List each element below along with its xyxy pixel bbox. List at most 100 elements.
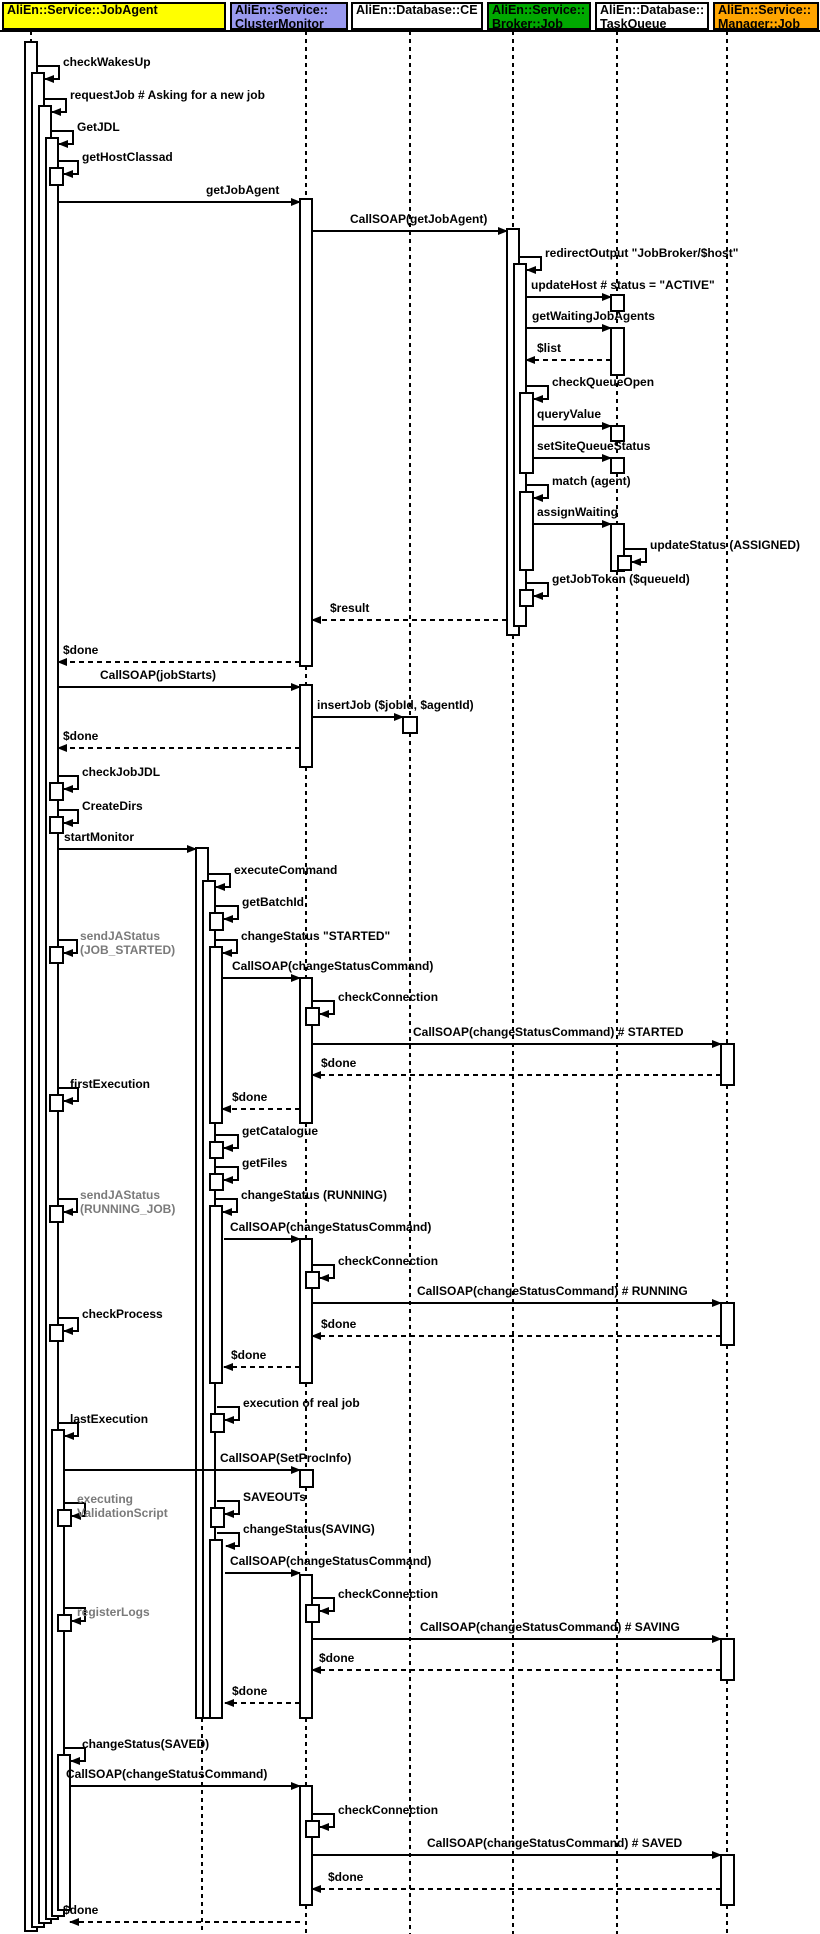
message-label-gethostclassad: getHostClassad — [82, 150, 173, 165]
message-self — [58, 775, 79, 793]
message-self — [215, 939, 238, 957]
message-label-line: $done — [63, 1903, 99, 1917]
message-label-sendjastatus-job-started-: sendJAStatus(JOB_STARTED) — [80, 929, 175, 957]
message-label-callsoap-changestatuscommand-: CallSOAP(changeStatusCommand) — [66, 1767, 267, 1782]
message-label-getwaitingjobagents: getWaitingJobAgents — [532, 309, 655, 324]
message-self — [215, 1166, 239, 1184]
participant-box-broker: AliEn::Service::Broker::Job — [487, 2, 591, 30]
message-label-sendjastatus-running-job-: sendJAStatus(RUNNING_JOB) — [80, 1188, 175, 1216]
message-label-line: checkWakesUp — [63, 55, 151, 69]
message-label--done: $done — [232, 1090, 268, 1105]
message-label-checkjobjdl: checkJobJDL — [82, 765, 160, 780]
message-label-line: CallSOAP(SetProcInfo) — [220, 1451, 352, 1465]
message-label-line: $result — [330, 601, 370, 615]
activation-bar-monitor-thread — [210, 1507, 225, 1528]
message-label-line: getBatchId — [242, 895, 305, 909]
message-label--done: $done — [328, 1870, 363, 1885]
message-self — [64, 1607, 86, 1625]
activation-bar-monitor-thread — [209, 946, 223, 1124]
message-label--done: $done — [321, 1317, 357, 1332]
message-self — [58, 160, 79, 178]
message-self — [312, 1597, 335, 1615]
activation-bar-clustermonitor — [299, 977, 313, 1124]
message-label-changestatus-saved-: changeStatus(SAVED) — [82, 1737, 209, 1752]
activation-bar-broker — [519, 491, 534, 571]
message-label--done: $done — [232, 1684, 267, 1699]
message-label-line: setSiteQueueStatus — [537, 439, 651, 453]
message-label-line: $done — [319, 1651, 355, 1665]
participant-label: ClusterMonitor — [235, 16, 324, 30]
message-self — [58, 1317, 79, 1335]
message-label-callsoap-changestatuscommand-started: CallSOAP(changeStatusCommand) # STARTED — [413, 1025, 684, 1040]
activation-bar-jobagent — [57, 1509, 72, 1527]
message-label-line: redirectOutput "JobBroker/$host" — [545, 246, 739, 260]
participant-box-clustermonitor: AliEn::Service::ClusterMonitor — [230, 2, 348, 30]
message-label--done: $done — [63, 729, 98, 744]
message-label-line: $done — [321, 1317, 357, 1331]
activation-bar-jobagent — [57, 1754, 71, 1911]
message-self — [217, 1532, 240, 1550]
message-label-line: CallSOAP(getJobAgent) — [350, 212, 488, 226]
message-label--done: $done — [319, 1651, 355, 1666]
message-label-saveouts: SAVEOUTs — [243, 1490, 306, 1505]
activation-bar-manager — [720, 1302, 735, 1346]
message-label-executecommand: executeCommand — [234, 863, 337, 878]
message-label-callsoap-changestatuscommand-: CallSOAP(changeStatusCommand) — [232, 959, 433, 974]
message-self — [64, 1502, 86, 1520]
message-label-callsoap-jobstarts-: CallSOAP(jobStarts) — [100, 668, 216, 683]
message-label-line: getJobAgent — [206, 183, 280, 197]
activation-bar-monitor-thread — [209, 912, 224, 931]
message-self — [312, 1000, 335, 1018]
activation-bar-monitor-thread — [209, 1539, 223, 1719]
message-label-line: CallSOAP(changeStatusCommand) # STARTED — [413, 1025, 684, 1039]
activation-bar-monitor-thread — [209, 1141, 224, 1159]
participant-label: TaskQueue — [600, 16, 667, 30]
participant-label: AliEn::Service:: — [718, 3, 812, 17]
message-label-checkconnection: checkConnection — [338, 1587, 439, 1602]
message-label-line: CallSOAP(changeStatusCommand) — [230, 1554, 432, 1568]
message-label-line: registerLogs — [77, 1605, 150, 1619]
message-label-checkprocess: checkProcess — [82, 1307, 163, 1322]
activation-bar-manager — [720, 1043, 735, 1086]
activation-bar-clustermonitor — [305, 1820, 320, 1838]
message-label-callsoap-getjobagent-: CallSOAP(getJobAgent) — [350, 212, 488, 227]
message-label-line: $done — [232, 1090, 268, 1104]
message-label-checkconnection: checkConnection — [338, 1254, 438, 1269]
message-label-updatestatus-assigned-: updateStatus (ASSIGNED) — [650, 538, 800, 553]
message-label-line: firstExecution — [70, 1077, 151, 1091]
message-label-line: checkConnection — [338, 990, 439, 1004]
message-label-checkconnection: checkConnection — [338, 1803, 438, 1818]
activation-bar-jobagent — [57, 1614, 72, 1632]
message-label-line: $done — [63, 643, 99, 657]
message-label-line: checkConnection — [338, 1587, 439, 1601]
message-label--done: $done — [63, 643, 99, 658]
message-label-queryvalue: queryValue — [537, 407, 602, 422]
message-self — [44, 98, 67, 116]
message-label-assignwaiting: assignWaiting — [537, 505, 618, 520]
message-label-line: $done — [321, 1056, 357, 1070]
message-label-line: execution of real job — [243, 1396, 360, 1410]
message-label-registerlogs: registerLogs — [77, 1605, 150, 1620]
message-label-line: queryValue — [537, 407, 602, 421]
activation-bar-jobagent — [49, 816, 64, 834]
activation-bar-clustermonitor — [299, 1785, 313, 1906]
message-self — [215, 1198, 238, 1216]
message-label--done: $done — [321, 1056, 357, 1071]
activation-bar-monitor-thread — [209, 1205, 223, 1384]
message-label-lastexecution: lastExecution — [70, 1412, 148, 1427]
activation-bar-monitor-thread — [210, 1413, 225, 1433]
message-label-checkqueueopen: checkQueueOpen — [552, 375, 654, 390]
message-label-line: $done — [231, 1348, 267, 1362]
message-self — [526, 385, 549, 403]
activation-bar-taskqueue — [610, 425, 625, 442]
message-self — [58, 1422, 79, 1440]
message-label-line: getJobToken ($queueId) — [552, 572, 690, 586]
message-self — [217, 1500, 240, 1518]
message-label-getfiles: getFiles — [242, 1156, 287, 1171]
participant-label: AliEn::Database::CE — [356, 3, 478, 17]
participant-box-taskqueue: AliEn::Database::TaskQueue — [595, 2, 709, 30]
activation-bar-jobagent — [49, 1324, 64, 1342]
message-self — [519, 256, 542, 274]
